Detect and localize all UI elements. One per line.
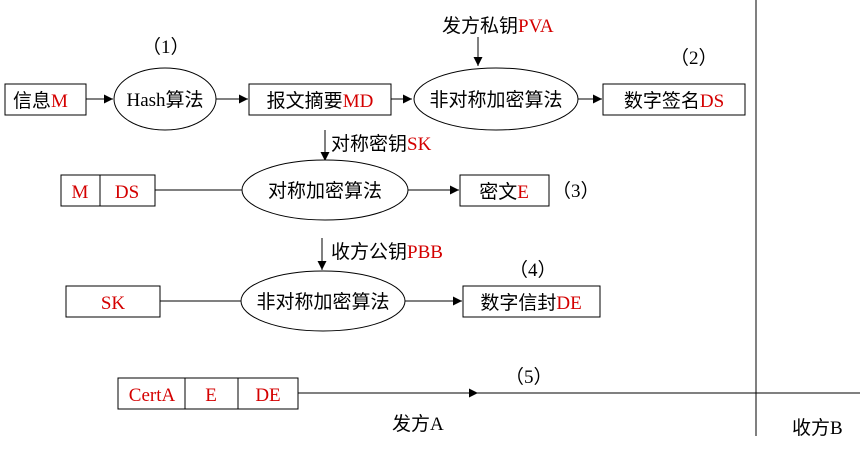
sk-label: SK <box>101 293 126 314</box>
step1-label: （1） <box>142 36 190 58</box>
digital-signature-label: 数字签名DS <box>624 90 724 112</box>
step1-key-label: 发方私钥PVA <box>442 15 554 37</box>
step2-label: （2） <box>670 47 718 69</box>
package-cell-de: DE <box>255 385 280 406</box>
step3-key-label: 对称密钥SK <box>331 133 432 155</box>
asym-encrypt-label-1: 非对称加密算法 <box>429 89 562 111</box>
ciphertext-box <box>459 174 550 207</box>
step4-key-label: 收方公钥PBB <box>331 241 443 263</box>
sym-encrypt-label: 对称加密算法 <box>268 180 382 202</box>
package-cell-e: E <box>205 385 217 406</box>
step3-label: （3） <box>552 180 600 202</box>
sk-box <box>65 285 161 318</box>
package-box <box>117 377 299 410</box>
step4-label: （4） <box>509 259 557 281</box>
asym-encrypt-label-2: 非对称加密算法 <box>256 291 389 313</box>
digital-signature-box <box>602 83 746 116</box>
digital-envelope-label: 数字信封DE <box>480 292 581 314</box>
input-message-label: 信息M <box>13 90 68 112</box>
md-ds-box <box>60 174 156 207</box>
md-ds-cell-m: M <box>72 182 89 203</box>
sender-label: 发方A <box>392 413 444 435</box>
receiver-label: 收方B <box>792 417 843 439</box>
md-ds-cell-ds: DS <box>115 182 139 203</box>
digital-envelope-box <box>462 285 601 318</box>
ciphertext-label: 密文E <box>479 181 529 203</box>
message-digest-label: 报文摘要MD <box>267 90 374 112</box>
hash-algorithm-label: Hash算法 <box>126 89 203 111</box>
step5-label: （5） <box>505 366 553 388</box>
package-cell-certa: CertA <box>129 385 176 406</box>
